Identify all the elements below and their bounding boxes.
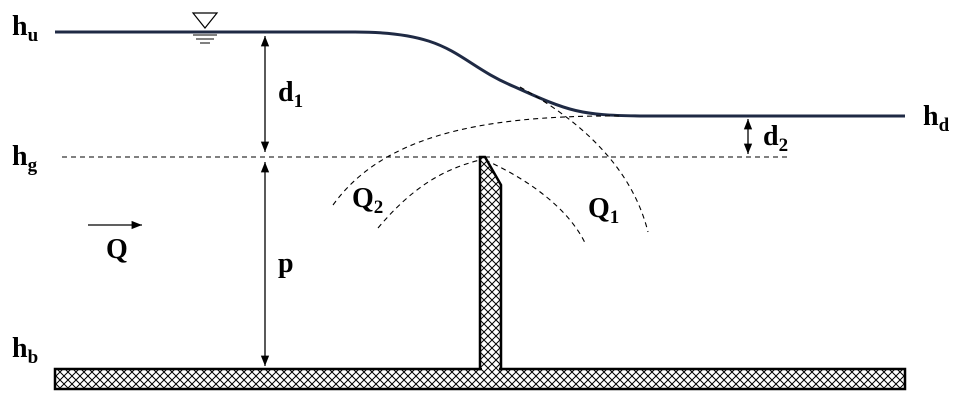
water-level-triangle-icon	[191, 12, 219, 44]
label-hu: hu	[12, 11, 39, 46]
label-d2: d2	[763, 121, 788, 156]
label-hd: hd	[923, 101, 950, 136]
q1-inner-curve	[484, 159, 587, 246]
label-q2: Q2	[352, 183, 383, 218]
q2-outer-curve	[332, 115, 621, 206]
label-q: Q	[106, 234, 128, 265]
q1-nappe-curve	[519, 86, 649, 233]
label-d1: d1	[278, 77, 303, 112]
q2-inner-curve	[377, 159, 481, 229]
water-surface-line	[55, 30, 905, 118]
channel-bed	[53, 367, 907, 391]
weir-plate	[478, 155, 503, 371]
weir-bed-junction	[482, 367, 499, 373]
label-hb: hb	[12, 333, 38, 368]
label-hg: hg	[12, 141, 38, 176]
label-q1: Q1	[588, 193, 619, 228]
label-p: p	[278, 248, 294, 279]
